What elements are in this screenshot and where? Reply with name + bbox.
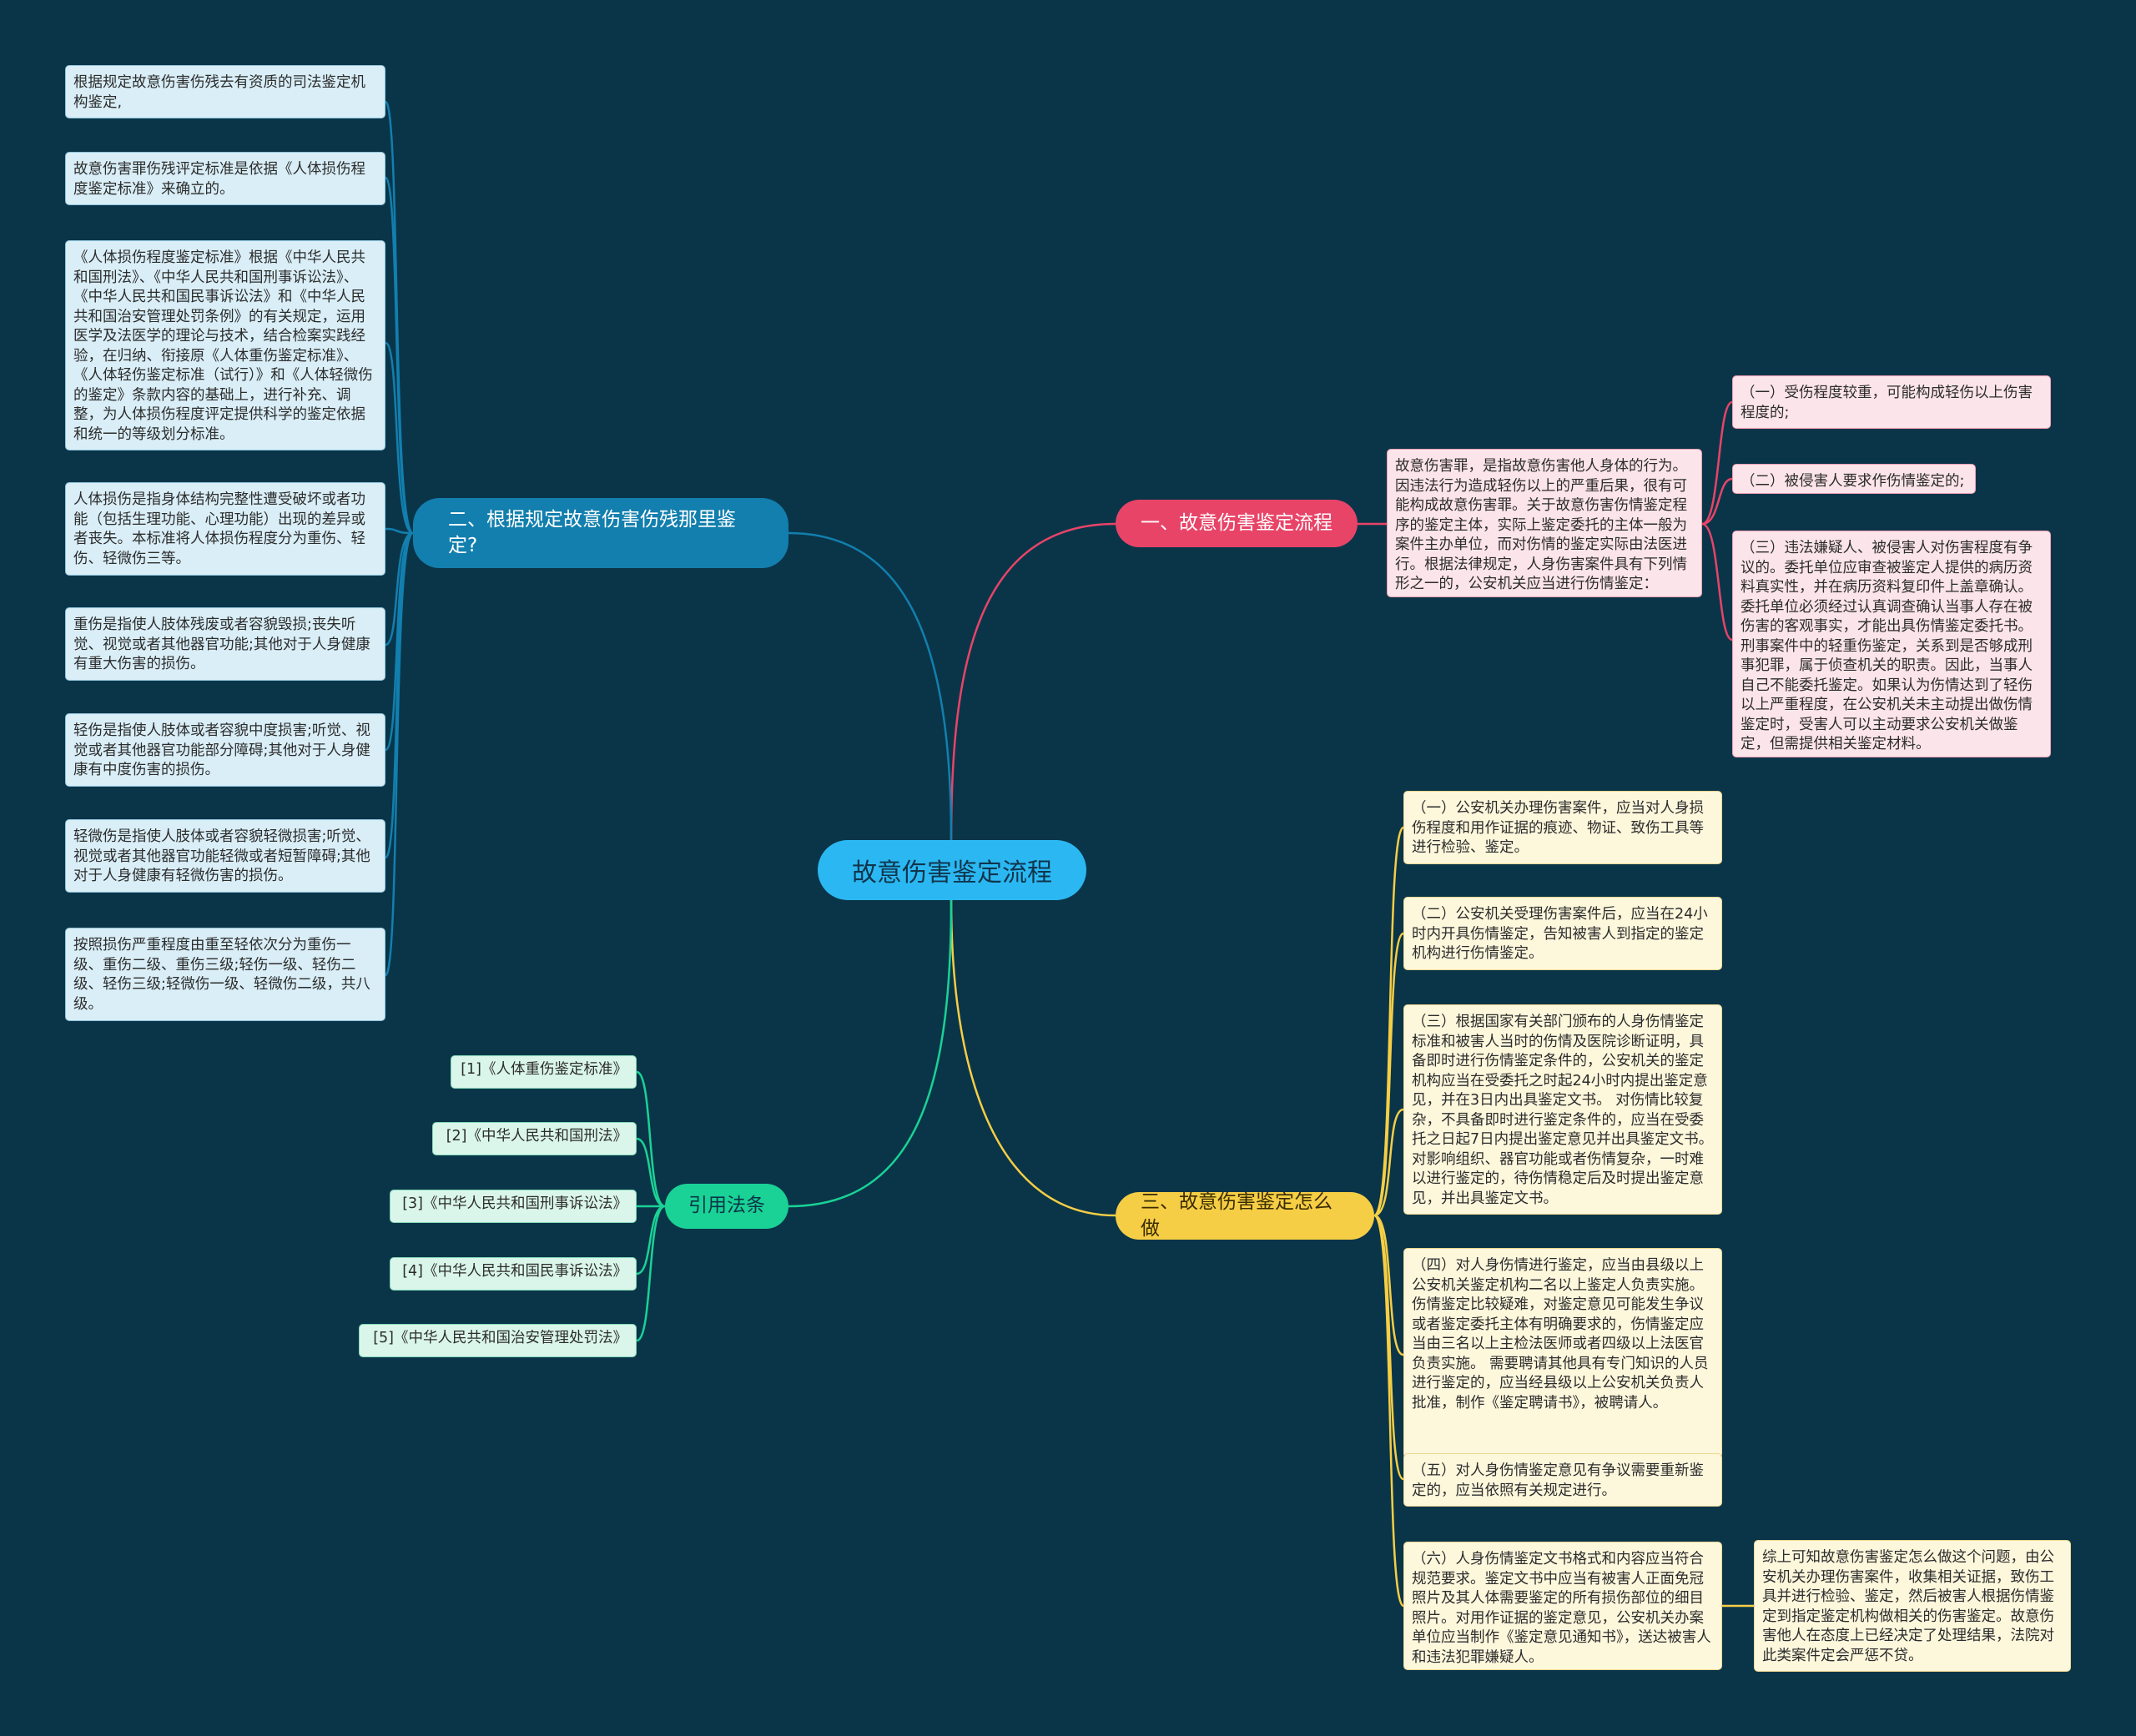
branch-3-item-3[interactable]: （三）根据国家有关部门颁布的人身伤情鉴定标准和被害人当时的伤情及医院诊断证明，具… <box>1403 1004 1722 1215</box>
branch-3-item-6[interactable]: （六）人身伤情鉴定文书格式和内容应当符合规范要求。鉴定文书中应当有被害人正面免冠… <box>1403 1542 1722 1670</box>
branch-2-item-4[interactable]: 人体损伤是指身体结构完整性遭受破坏或者功能（包括生理功能、心理功能）出现的差异或… <box>65 482 385 576</box>
branch-1-item-3[interactable]: （三）违法嫌疑人、被侵害人对伤害程度有争议的。委托单位应审查被鉴定人提供的病历资… <box>1732 531 2051 757</box>
connector-center-branch-1 <box>950 522 1116 841</box>
branch-3-item-2[interactable]: （二）公安机关受理伤害案件后，应当在24小时内开具伤情鉴定，告知被害人到指定的鉴… <box>1403 897 1722 970</box>
branch-2-topic[interactable]: 二、根据规定故意伤害伤残那里鉴定? <box>413 498 788 568</box>
branch-2-item-8[interactable]: 按照损伤严重程度由重至轻依次分为重伤一级、重伤二级、重伤三级;轻伤一级、轻伤二级… <box>65 928 385 1021</box>
branch-2-item-1[interactable]: 根据规定故意伤害伤残去有资质的司法鉴定机构鉴定, <box>65 65 385 118</box>
connector-branch-2-items <box>384 100 415 977</box>
connector-center-branch-2 <box>788 531 953 841</box>
law-reference-1[interactable]: [1]《人体重伤鉴定标准》 <box>451 1055 637 1089</box>
branch-2-item-5[interactable]: 重伤是指使人肢体残废或者容貌毁损;丧失听觉、视觉或者其他器官功能;其他对于人身健… <box>65 607 385 681</box>
branch-1-item-2[interactable]: （二）被侵害人要求作伤情鉴定的; <box>1732 464 1976 494</box>
central-topic[interactable]: 故意伤害鉴定流程 <box>818 840 1086 900</box>
branch-2-item-2[interactable]: 故意伤害罪伤残评定标准是依据《人体损伤程度鉴定标准》来确立的。 <box>65 152 385 205</box>
branch-3-topic[interactable]: 三、故意伤害鉴定怎么做 <box>1116 1191 1374 1240</box>
connector-branch-3-items <box>1373 826 1405 1608</box>
connector-branch-4-items <box>636 1070 666 1342</box>
branch-1-summary[interactable]: 故意伤害罪，是指故意伤害他人身体的行为。因违法行为造成轻伤以上的严重后果，很有可… <box>1387 449 1702 597</box>
branch-2-item-6[interactable]: 轻伤是指使人肢体或者容貌中度损害;听觉、视觉或者其他器官功能部分障碍;其他对于人… <box>65 713 385 787</box>
branch-3-item-4[interactable]: （四）对人身伤情进行鉴定，应当由县级以上公安机关鉴定机构二名以上鉴定人负责实施。… <box>1403 1248 1722 1458</box>
branch-1-item-1[interactable]: （一）受伤程度较重，可能构成轻伤以上伤害程度的; <box>1732 375 2051 429</box>
law-reference-4[interactable]: [4]《中华人民共和国民事诉讼法》 <box>390 1257 637 1291</box>
branch-3-item-1[interactable]: （一）公安机关办理伤害案件，应当对人身损伤程度和用作证据的痕迹、物证、致伤工具等… <box>1403 791 1722 864</box>
connector-center-branch-4 <box>788 899 953 1208</box>
branch-1-topic[interactable]: 一、故意伤害鉴定流程 <box>1116 500 1358 547</box>
connector-summary-items <box>1701 400 1733 642</box>
connector-center-branch-3 <box>950 899 1116 1217</box>
law-reference-3[interactable]: [3]《中华人民共和国刑事诉讼法》 <box>390 1190 637 1223</box>
law-reference-5[interactable]: [5]《中华人民共和国治安管理处罚法》 <box>359 1324 637 1357</box>
branch-2-item-3[interactable]: 《人体损伤程度鉴定标准》根据《中华人民共和国刑法》、《中华人民共和国刑事诉讼法》… <box>65 240 385 450</box>
branch-2-item-7[interactable]: 轻微伤是指使人肢体或者容貌轻微损害;听觉、视觉或者其他器官功能轻微或者短暂障碍;… <box>65 819 385 893</box>
branch-4-topic[interactable]: 引用法条 <box>665 1184 788 1229</box>
law-reference-2[interactable]: [2]《中华人民共和国刑法》 <box>432 1122 637 1155</box>
branch-3-item-5[interactable]: （五）对人身伤情鉴定意见有争议需要重新鉴定的，应当依照有关规定进行。 <box>1403 1453 1722 1507</box>
branch-3-conclusion[interactable]: 综上可知故意伤害鉴定怎么做这个问题，由公安机关办理伤害案件，收集相关证据，致伤工… <box>1754 1540 2071 1672</box>
